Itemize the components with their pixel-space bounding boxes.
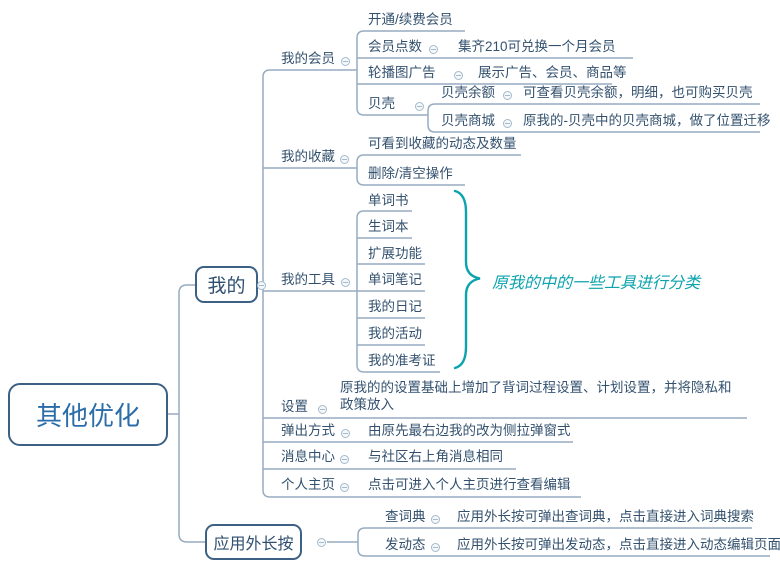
connector-root [168,284,205,543]
minus-collapse-icon-shell-balance[interactable] [503,91,512,100]
minus-collapse-icon-shell[interactable] [415,102,424,111]
note-carousel-ad[interactable]: 展示广告、会员、商品等 [478,65,627,80]
note-member-points[interactable]: 集齐210可兑换一个月会员 [458,39,616,54]
connector-tools [356,210,440,373]
topic-tool-activities[interactable]: 我的活动 [368,326,422,341]
topic-settings[interactable]: 设置 [281,399,308,414]
topic-tool-newwords[interactable]: 生词本 [368,219,409,234]
summary-tools-note[interactable]: 原我的中的一些工具进行分类 [492,275,701,292]
topic-my-tools[interactable]: 我的工具 [281,272,335,287]
minus-collapse-icon-settings[interactable] [318,405,327,414]
minus-collapse-icon-longpress[interactable] [317,538,326,547]
topic-carousel-ad[interactable]: 轮播图广告 [368,65,436,80]
minus-collapse-icon-profile[interactable] [340,483,349,492]
root-topic[interactable]: 其他优化 [8,383,168,446]
minus-collapse-icon-tools[interactable] [341,278,350,287]
topic-open-renew[interactable]: 开通/续费会员 [368,12,453,27]
note-post-moment[interactable]: 应用外长按可弹出发动态，点击直接进入动态编辑页面 [457,537,780,552]
topic-longpress[interactable]: 应用外长按 [205,524,302,560]
topic-my-member[interactable]: 我的会员 [281,51,335,66]
topic-tool-wordbook[interactable]: 单词书 [368,193,409,208]
minus-collapse-icon-carousel[interactable] [454,71,463,80]
topic-favorites-clear[interactable]: 删除/清空操作 [368,166,453,181]
note-dictionary[interactable]: 应用外长按可弹出查词典，点击直接进入词典搜索 [457,509,754,524]
topic-popup-mode[interactable]: 弹出方式 [281,423,335,438]
topic-tool-admission[interactable]: 我的准考证 [368,353,436,368]
topic-tool-wordnotes[interactable]: 单词笔记 [368,272,422,287]
minus-collapse-icon-dictionary[interactable] [431,515,440,524]
topic-mine-label: 我的 [207,276,246,297]
topic-shell-balance[interactable]: 贝壳余额 [441,85,495,100]
minus-collapse-icon-shell-mall[interactable] [503,119,512,128]
topic-longpress-label: 应用外长按 [213,536,294,553]
topic-shell-mall[interactable]: 贝壳商城 [441,113,495,128]
topic-favorites-view[interactable]: 可看到收藏的动态及数量 [368,136,517,151]
topic-profile-page[interactable]: 个人主页 [281,477,335,492]
topic-shell[interactable]: 贝壳 [368,96,395,111]
note-shell-balance[interactable]: 可查看贝壳余额，明细，也可购买贝壳 [523,85,753,100]
note-popup-mode[interactable]: 由原先最右边我的改为侧拉弹窗式 [368,423,571,438]
note-settings[interactable]: 原我的的设置基础上增加了背词过程设置、计划设置，并将隐私和政策放入 [340,380,732,412]
topic-post-moment[interactable]: 发动态 [385,537,426,552]
root-topic-label: 其他优化 [35,401,140,431]
topic-my-favorites[interactable]: 我的收藏 [281,149,335,164]
summary-brace-icon [453,189,481,370]
note-message-center[interactable]: 与社区右上角消息相同 [368,449,503,464]
note-profile-page[interactable]: 点击可进入个人主页进行查看编辑 [368,477,571,492]
minus-collapse-icon-message[interactable] [340,455,349,464]
minus-collapse-icon-popup[interactable] [341,429,350,438]
minus-collapse-icon-member[interactable] [341,57,350,66]
topic-tool-diary[interactable]: 我的日记 [368,299,422,314]
minus-collapse-icon-post[interactable] [431,543,440,552]
topic-mine[interactable]: 我的 [195,266,258,303]
topic-dictionary[interactable]: 查词典 [385,509,426,524]
minus-collapse-icon-points[interactable] [429,45,438,54]
topic-tool-extensions[interactable]: 扩展功能 [368,246,422,261]
minus-collapse-icon-mine[interactable] [257,281,266,290]
note-shell-mall[interactable]: 原我的-贝壳中的贝壳商城，做了位置迁移 [523,113,771,128]
topic-member-points[interactable]: 会员点数 [368,39,422,54]
topic-message-center[interactable]: 消息中心 [281,449,335,464]
minus-collapse-icon-favorites[interactable] [340,155,349,164]
